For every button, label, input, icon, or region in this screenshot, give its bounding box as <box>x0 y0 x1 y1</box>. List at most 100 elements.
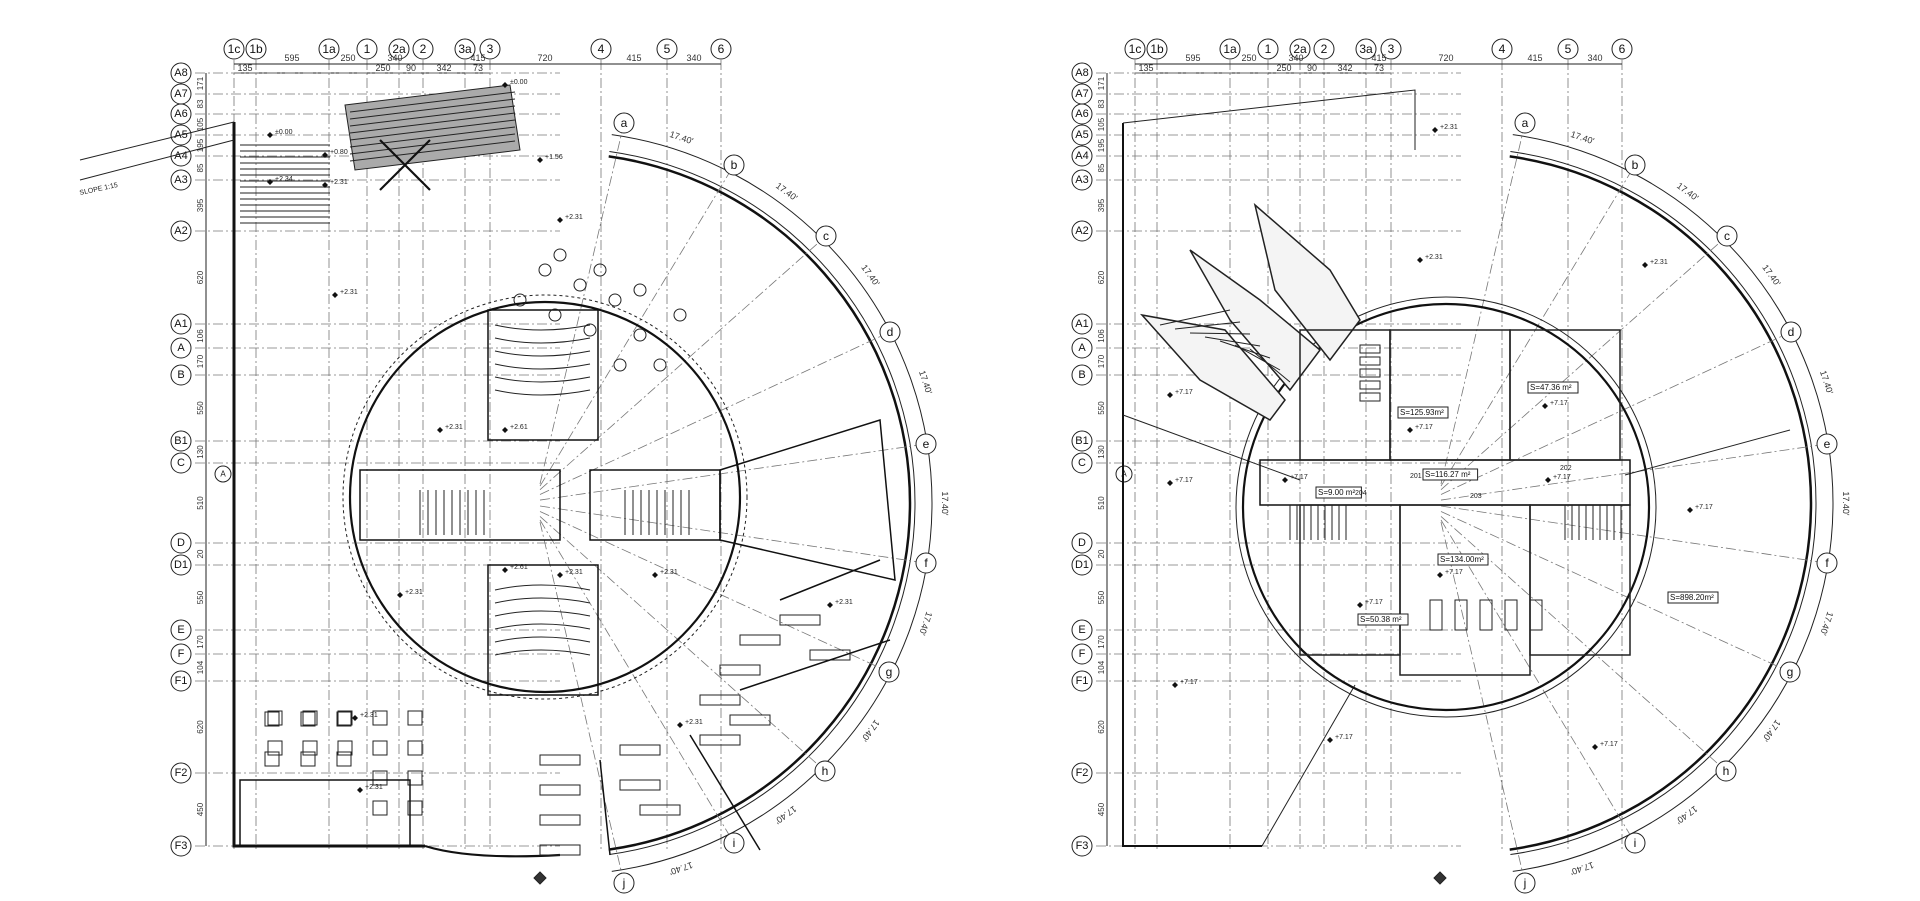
grid-label-row: A2 <box>1075 225 1088 237</box>
square-table <box>264 751 280 767</box>
rotunda-outline <box>342 294 748 700</box>
auditorium-upper <box>487 309 599 441</box>
outer-arc-wall <box>608 155 912 851</box>
dimension-text: 105 <box>1097 117 1106 131</box>
square-table <box>372 800 388 816</box>
grid-bubble <box>613 872 635 894</box>
elevation-label: +2.31 <box>1440 124 1458 131</box>
grid-label-radial: b <box>1632 158 1639 172</box>
dimension-text: 620 <box>1097 720 1106 734</box>
dimension-text: 342 <box>436 63 451 73</box>
elevation-label: +0.80 <box>330 149 348 156</box>
grid-bubble <box>223 38 245 60</box>
dimension-text: 170 <box>196 354 205 368</box>
elevation-marker-icon <box>1357 602 1363 608</box>
dimension-text: 135 <box>237 63 252 73</box>
elevation-label: +2.31 <box>835 599 853 606</box>
grid-line-radial <box>1440 519 1636 844</box>
long-table <box>539 754 581 766</box>
grid-label-column: 3a <box>1359 42 1373 56</box>
elevation-label: +2.31 <box>330 179 348 186</box>
round-table <box>633 328 647 342</box>
grid-bubble <box>1071 452 1093 474</box>
grid-label-row: B1 <box>1075 435 1088 447</box>
dimension-text: 450 <box>196 802 205 816</box>
round-table <box>633 283 647 297</box>
area-label-box <box>1315 486 1362 499</box>
round-table <box>593 263 607 277</box>
column-cross <box>379 139 431 191</box>
square-table <box>336 751 352 767</box>
skylight-mullion <box>1219 340 1271 359</box>
grid-bubble <box>1779 661 1801 683</box>
skylight-mullion <box>1174 321 1241 330</box>
square-table <box>267 710 283 726</box>
grid-bubble <box>1071 364 1093 386</box>
grid-bubble <box>1514 872 1536 894</box>
dimension-text: 104 <box>196 660 205 674</box>
grid-bubble <box>590 38 612 60</box>
arc-dimension-text: 17.40' <box>1675 181 1701 204</box>
elevation-label: +7.17 <box>1290 474 1308 481</box>
arc-dimension-text: 17.40' <box>1760 718 1783 744</box>
dimension-text: 395 <box>196 198 205 212</box>
grid-label-radial: c <box>823 229 829 243</box>
terrace-divider <box>1624 429 1791 476</box>
elevation-marker-icon <box>652 572 658 578</box>
arc-dimension-text: 17.40' <box>668 860 694 877</box>
area-label: S=134.00m² <box>1440 555 1484 564</box>
office-core-wall <box>1241 302 1651 712</box>
grid-bubble <box>170 762 192 784</box>
grid-bubble <box>710 38 732 60</box>
elevation-label: +2.31 <box>1425 254 1443 261</box>
grid-label-radial: f <box>1825 556 1829 570</box>
dimension-text: 340 <box>1587 53 1602 63</box>
ramp-outline <box>79 121 235 181</box>
elevation-marker-icon <box>1327 737 1333 743</box>
arc-dimension-text: 17.40' <box>917 369 934 395</box>
elevation-label: +7.17 <box>1180 679 1198 686</box>
dimension-text: 135 <box>1138 63 1153 73</box>
elevation-marker-icon <box>267 132 273 138</box>
elevation-marker-icon <box>677 722 683 728</box>
desk <box>1359 356 1381 366</box>
round-table <box>548 308 562 322</box>
dimension-text: 595 <box>1185 53 1200 63</box>
terrace-divider <box>1261 684 1356 847</box>
elevation-marker-icon <box>1172 682 1178 688</box>
grid-line-radial <box>539 122 625 485</box>
auditorium-seat-row <box>494 376 591 383</box>
grid-label-column: 1 <box>364 42 371 56</box>
long-table <box>539 814 581 826</box>
skylight-mullion <box>1204 336 1261 347</box>
auditorium-seat-row <box>494 597 591 604</box>
elevation-marker-icon <box>322 182 328 188</box>
office-room <box>1389 329 1511 461</box>
desk <box>1359 392 1381 402</box>
grid-label-column: 1a <box>1223 42 1237 56</box>
grid-bubble <box>1124 38 1146 60</box>
grid-bubble <box>1146 38 1168 60</box>
round-table <box>573 278 587 292</box>
long-table <box>739 634 781 646</box>
area-label: S=9.00 m² <box>1318 488 1355 497</box>
grid-label-row: C <box>177 457 185 469</box>
square-table <box>372 710 388 726</box>
grid-bubble <box>479 38 501 60</box>
grid-bubble <box>170 62 192 84</box>
dimension-text: 620 <box>1097 270 1106 284</box>
arc-dimension-text: 17.40' <box>1569 129 1595 146</box>
grid-label-row: A4 <box>174 150 187 162</box>
grid-line-radial <box>1440 122 1526 485</box>
grid-bubble <box>170 430 192 452</box>
stair-tread <box>349 119 516 141</box>
elevation-label: +1.56 <box>545 154 563 161</box>
square-table <box>267 740 283 756</box>
grid-bubble <box>1071 643 1093 665</box>
desk <box>1359 368 1381 378</box>
elevation-marker-icon <box>1592 744 1598 750</box>
dimension-text: 450 <box>1097 802 1106 816</box>
square-table <box>407 710 423 726</box>
desk <box>1359 380 1381 390</box>
elevation-label: +2.31 <box>565 569 583 576</box>
